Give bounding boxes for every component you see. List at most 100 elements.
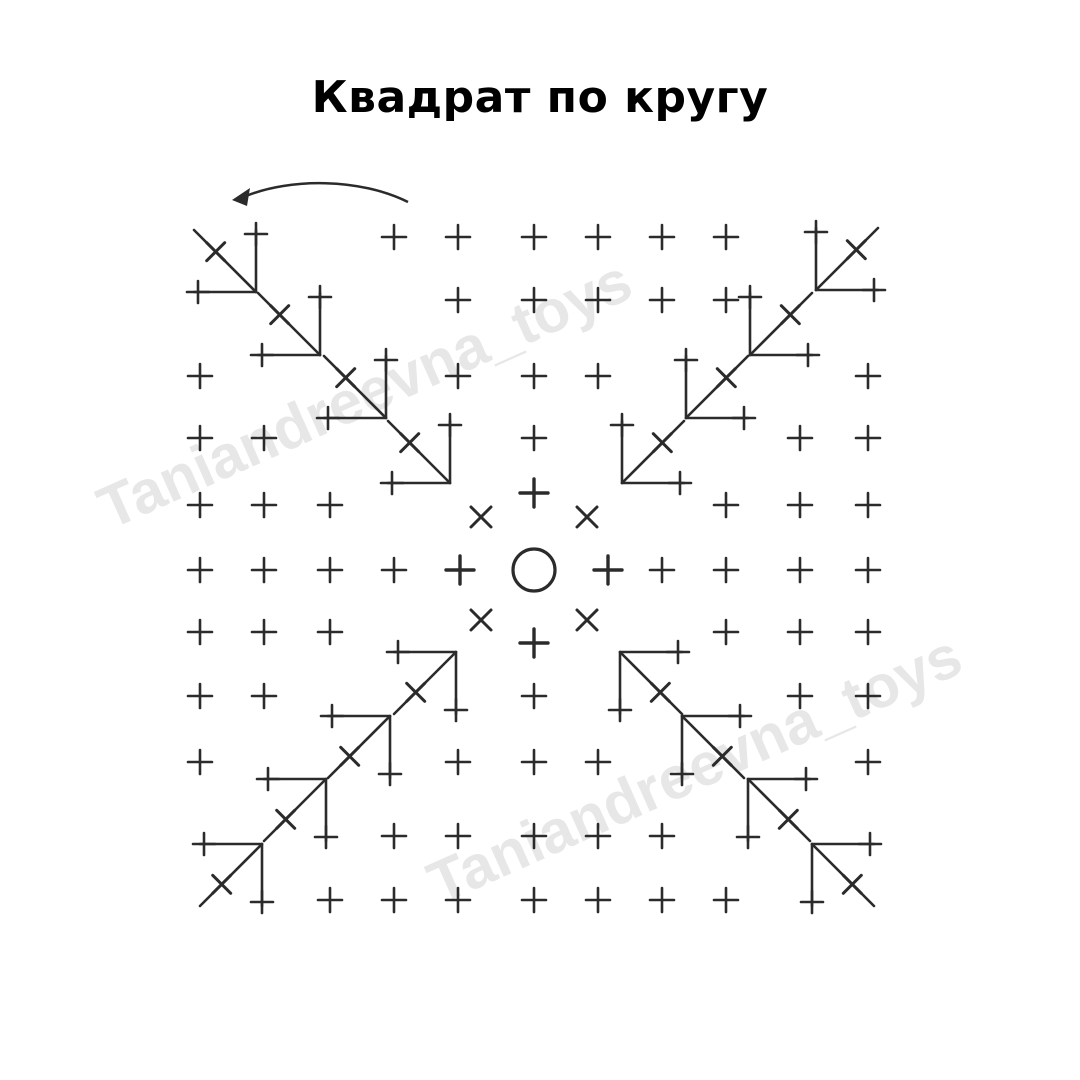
cross-stitch-x-icon — [399, 432, 421, 454]
single-crochet-plus-icon — [854, 491, 882, 519]
single-crochet-plus-icon — [786, 682, 814, 710]
single-crochet-plus-icon — [648, 822, 676, 850]
single-crochet-plus-icon — [648, 286, 676, 314]
single-crochet-plus-icon — [444, 822, 472, 850]
single-crochet-plus-icon — [520, 822, 548, 850]
single-crochet-plus-icon — [520, 748, 548, 776]
cross-stitch-x-icon — [469, 608, 493, 632]
cross-stitch-x-icon — [711, 745, 733, 767]
single-crochet-plus-icon — [316, 491, 344, 519]
single-crochet-plus-icon — [648, 556, 676, 584]
single-crochet-plus-icon — [584, 822, 612, 850]
single-crochet-plus-icon — [373, 347, 399, 373]
cross-stitch-x-icon — [205, 241, 227, 263]
single-crochet-plus-icon — [584, 223, 612, 251]
single-crochet-plus-icon — [186, 748, 214, 776]
single-crochet-plus-icon — [186, 618, 214, 646]
single-crochet-plus-icon — [307, 284, 333, 310]
single-crochet-plus-icon — [444, 748, 472, 776]
cross-stitch-x-icon — [211, 873, 233, 895]
single-crochet-plus-icon — [319, 703, 345, 729]
single-crochet-plus-icon — [854, 556, 882, 584]
single-crochet-plus-icon — [249, 342, 275, 368]
single-crochet-plus-icon — [444, 286, 472, 314]
single-crochet-plus-icon — [712, 491, 740, 519]
single-crochet-plus-icon — [255, 766, 281, 792]
single-crochet-plus-icon — [669, 761, 695, 787]
single-crochet-plus-icon — [854, 362, 882, 390]
cross-stitch-x-icon — [275, 808, 297, 830]
cross-stitch-x-icon — [841, 873, 863, 895]
single-crochet-plus-icon — [857, 831, 883, 857]
single-crochet-plus-icon — [673, 347, 699, 373]
single-crochet-plus-icon — [186, 682, 214, 710]
single-crochet-plus-icon — [444, 886, 472, 914]
single-crochet-plus-icon — [727, 703, 753, 729]
single-crochet-plus-icon — [249, 889, 275, 915]
single-crochet-plus-icon — [377, 761, 403, 787]
watermark-group: Taniandreevna_toys Taniandreevna_toys — [88, 246, 971, 916]
single-crochet-plus-icon — [250, 618, 278, 646]
single-crochet-plus-icon — [584, 886, 612, 914]
cross-stitch-x-icon — [575, 505, 599, 529]
single-crochet-plus-icon — [316, 556, 344, 584]
single-crochet-plus-icon — [316, 886, 344, 914]
single-crochet-plus-icon — [786, 491, 814, 519]
single-crochet-plus-icon — [854, 682, 882, 710]
single-crochet-plus-icon — [443, 697, 469, 723]
cross-stitch-x-icon — [469, 505, 493, 529]
single-crochet-plus-icon — [854, 424, 882, 452]
single-crochet-plus-icon — [186, 362, 214, 390]
single-crochet-plus-icon — [795, 342, 821, 368]
single-crochet-plus-icon — [712, 556, 740, 584]
magic-ring-icon — [511, 547, 557, 593]
single-crochet-plus-icon — [250, 556, 278, 584]
single-crochet-plus-icon — [786, 618, 814, 646]
single-crochet-plus-icon — [861, 277, 887, 303]
single-crochet-plus-icon — [584, 362, 612, 390]
single-crochet-plus-icon — [250, 491, 278, 519]
single-crochet-plus-icon — [186, 424, 214, 452]
single-crochet-plus-icon — [385, 639, 411, 665]
single-crochet-plus-icon — [786, 556, 814, 584]
single-crochet-plus-icon — [380, 556, 408, 584]
cross-stitch-x-icon — [269, 304, 291, 326]
single-crochet-plus-icon — [592, 554, 624, 586]
single-crochet-plus-icon — [313, 824, 339, 850]
single-crochet-plus-icon — [316, 618, 344, 646]
single-crochet-plus-icon — [584, 286, 612, 314]
direction-arrow-icon — [232, 181, 409, 206]
cross-stitch-x-icon — [339, 745, 361, 767]
single-crochet-plus-icon — [518, 627, 550, 659]
single-crochet-plus-icon — [799, 889, 825, 915]
single-crochet-plus-icon — [712, 286, 740, 314]
single-crochet-plus-icon — [712, 618, 740, 646]
single-crochet-plus-icon — [518, 477, 550, 509]
single-crochet-plus-icon — [735, 824, 761, 850]
single-crochet-plus-icon — [380, 223, 408, 251]
single-crochet-plus-icon — [712, 886, 740, 914]
watermark-text: Taniandreevna_toys — [418, 621, 971, 916]
cross-stitch-x-icon — [779, 304, 801, 326]
single-crochet-plus-icon — [520, 362, 548, 390]
single-crochet-plus-icon — [737, 284, 763, 310]
single-crochet-plus-icon — [437, 412, 463, 438]
single-crochet-plus-icon — [786, 424, 814, 452]
single-crochet-plus-icon — [520, 223, 548, 251]
single-crochet-plus-icon — [380, 822, 408, 850]
cross-stitch-x-icon — [845, 239, 867, 261]
single-crochet-plus-icon — [793, 766, 819, 792]
watermark-text: Taniandreevna_toys — [88, 246, 641, 541]
single-crochet-plus-icon — [250, 424, 278, 452]
single-crochet-plus-icon — [665, 639, 691, 665]
cross-stitch-x-icon — [575, 608, 599, 632]
single-crochet-plus-icon — [185, 279, 211, 305]
single-crochet-plus-icon — [444, 362, 472, 390]
single-crochet-plus-icon — [520, 886, 548, 914]
single-crochet-plus-icon — [607, 697, 633, 723]
single-crochet-plus-icon — [315, 405, 341, 431]
single-crochet-plus-icon — [731, 405, 757, 431]
single-crochet-plus-icon — [854, 618, 882, 646]
single-crochet-plus-icon — [854, 748, 882, 776]
page-title: Квадрат по кругу — [311, 72, 769, 123]
